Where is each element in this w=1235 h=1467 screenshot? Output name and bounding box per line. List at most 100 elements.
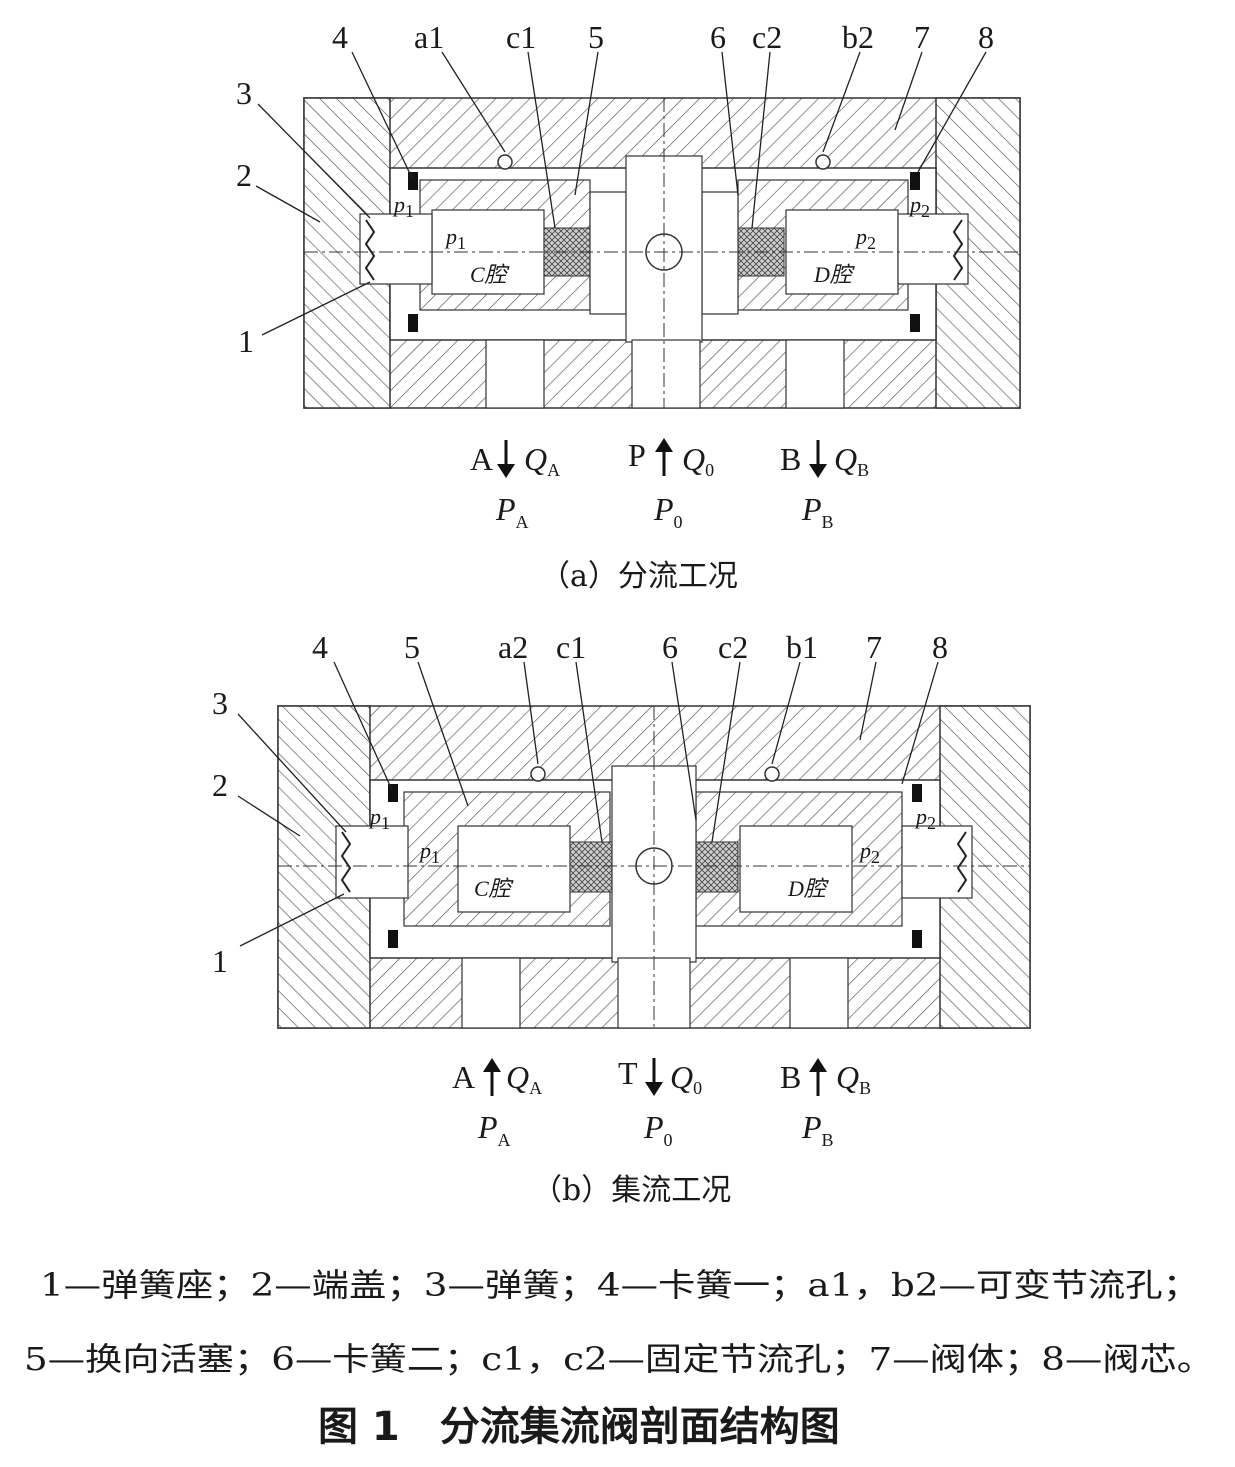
reversing-piston-left: [589, 191, 627, 315]
cavity-d-label-b: D腔: [787, 876, 829, 901]
svg-text:QB: QB: [834, 441, 869, 480]
variable-orifice-a1: [497, 154, 513, 170]
p1-small-b: p: [368, 804, 381, 829]
port-flows-a: A QA PA P Q0 P0 B QB PB: [470, 437, 869, 532]
part-labels-b: 4 5 a2 c1 6 c2 b1 7 8 3 2 1: [212, 629, 948, 979]
label-b-4: 6: [662, 629, 678, 665]
cavity-d-label-a: D腔: [813, 262, 855, 287]
leader-lines-b: [237, 661, 939, 947]
p2-label-b: p: [858, 838, 871, 863]
svg-text:PA: PA: [495, 491, 529, 532]
label-a-7: 7: [914, 19, 930, 55]
port-a-name: A: [452, 1059, 475, 1095]
svg-text:QA: QA: [524, 441, 560, 480]
svg-text:Q0: Q0: [670, 1059, 702, 1098]
valve-section-diagram-a: [303, 97, 1021, 409]
pressure-labels-b: p1 p1 p2 p2 C腔 D腔: [368, 804, 936, 901]
port-p-channel: [631, 339, 701, 409]
port-b-channel: [785, 339, 845, 409]
p2-small-a: p: [908, 192, 921, 217]
variable-orifice-b2: [815, 154, 831, 170]
spring-seat-right: [901, 825, 973, 899]
label-a-10: 2: [236, 157, 252, 193]
port-b-flow: B QB PB: [780, 1058, 871, 1150]
spring-left: [364, 219, 376, 281]
circlip-left-bottom: [388, 930, 398, 948]
svg-text:p2: p2: [854, 224, 876, 253]
label-b-0: 4: [312, 629, 328, 665]
port-b-name: B: [780, 1059, 801, 1095]
circlip-right-bottom: [912, 930, 922, 948]
label-b-5: c2: [718, 629, 748, 665]
spring-right: [956, 831, 968, 893]
label-a-1: a1: [414, 19, 444, 55]
p2-label-sub-a: 2: [867, 233, 876, 253]
port-t-flow: T Q0 P0: [618, 1055, 702, 1150]
legend-line-1: 1—弹簧座；2—端盖；3—弹簧；4—卡簧一；a1，b2—可变节流孔；: [40, 1266, 1200, 1304]
orifice-insert-c1: [569, 841, 613, 893]
p2-small-sub-b: 2: [927, 813, 936, 833]
svg-text:QB: QB: [836, 1059, 871, 1098]
svg-text:PA: PA: [477, 1109, 511, 1150]
label-b-3: c1: [556, 629, 586, 665]
port-flows-b: A QA PA T Q0 P0 B QB PB: [452, 1055, 871, 1150]
label-a-5: c2: [752, 19, 782, 55]
p2-label-sub-b: 2: [871, 847, 880, 867]
p1-small-a: p: [392, 192, 405, 217]
port-b-name: B: [780, 441, 801, 477]
cavity-c-label-b: C腔: [474, 876, 514, 901]
p1-label-b: p: [418, 838, 431, 863]
svg-text:P0: P0: [643, 1109, 673, 1150]
label-a-8: 8: [978, 19, 994, 55]
p2-small-b: p: [914, 804, 927, 829]
label-b-11: 1: [212, 943, 228, 979]
label-a-9: 3: [236, 75, 252, 111]
circlip-left-top: [388, 784, 398, 802]
figure-title: 图 1 分流集流阀剖面结构图: [318, 1404, 840, 1450]
reversing-piston-right: [701, 191, 739, 315]
svg-text:p2: p2: [858, 838, 880, 867]
svg-text:PB: PB: [801, 1109, 834, 1150]
port-p-name: P: [628, 437, 646, 473]
port-a-name: A: [470, 441, 493, 477]
p1-label-sub-b: 1: [431, 847, 440, 867]
svg-text:p2: p2: [908, 192, 930, 221]
svg-text:PB: PB: [801, 491, 834, 532]
p1-label-sub-a: 1: [457, 233, 466, 253]
label-a-3: 5: [588, 19, 604, 55]
port-a-channel: [485, 339, 545, 409]
svg-text:QA: QA: [506, 1059, 542, 1098]
spring-seat-left: [335, 825, 409, 899]
circlip-right-bottom: [910, 314, 920, 332]
pressure-labels-a: p1 p1 p2 p2 C腔 D腔: [392, 192, 930, 287]
caption-b: （b）集流工况: [532, 1173, 731, 1208]
leader-lines-a: [255, 51, 987, 336]
spring-left: [340, 831, 352, 893]
label-b-9: 3: [212, 685, 228, 721]
cavity-c-label-a: C腔: [470, 262, 510, 287]
svg-text:p1: p1: [392, 192, 414, 221]
spring-right: [952, 219, 964, 281]
spring-seat-left: [359, 213, 433, 285]
p2-small-sub-a: 2: [921, 201, 930, 221]
part-labels-a: 4 a1 c1 5 6 c2 b2 7 8 3 2 1: [236, 19, 994, 359]
chamber-d: [739, 825, 853, 913]
orifice-insert-c2: [695, 841, 739, 893]
label-a-4: 6: [710, 19, 726, 55]
p1-label-a: p: [444, 224, 457, 249]
label-b-10: 2: [212, 767, 228, 803]
label-b-1: 5: [404, 629, 420, 665]
label-b-8: 8: [932, 629, 948, 665]
svg-text:p1: p1: [444, 224, 466, 253]
circlip-right-top: [910, 172, 920, 190]
legend-line-2: 5—换向活塞；6—卡簧二；c1，c2—固定节流孔；7—阀体；8—阀芯。: [24, 1340, 1214, 1378]
label-a-6: b2: [842, 19, 874, 55]
label-a-2: c1: [506, 19, 536, 55]
svg-text:P0: P0: [653, 491, 683, 532]
svg-text:Q0: Q0: [682, 441, 714, 480]
port-t-name: T: [618, 1055, 638, 1091]
circlip-left-bottom: [408, 314, 418, 332]
label-a-11: 1: [238, 323, 254, 359]
variable-orifice-b1: [764, 766, 780, 782]
